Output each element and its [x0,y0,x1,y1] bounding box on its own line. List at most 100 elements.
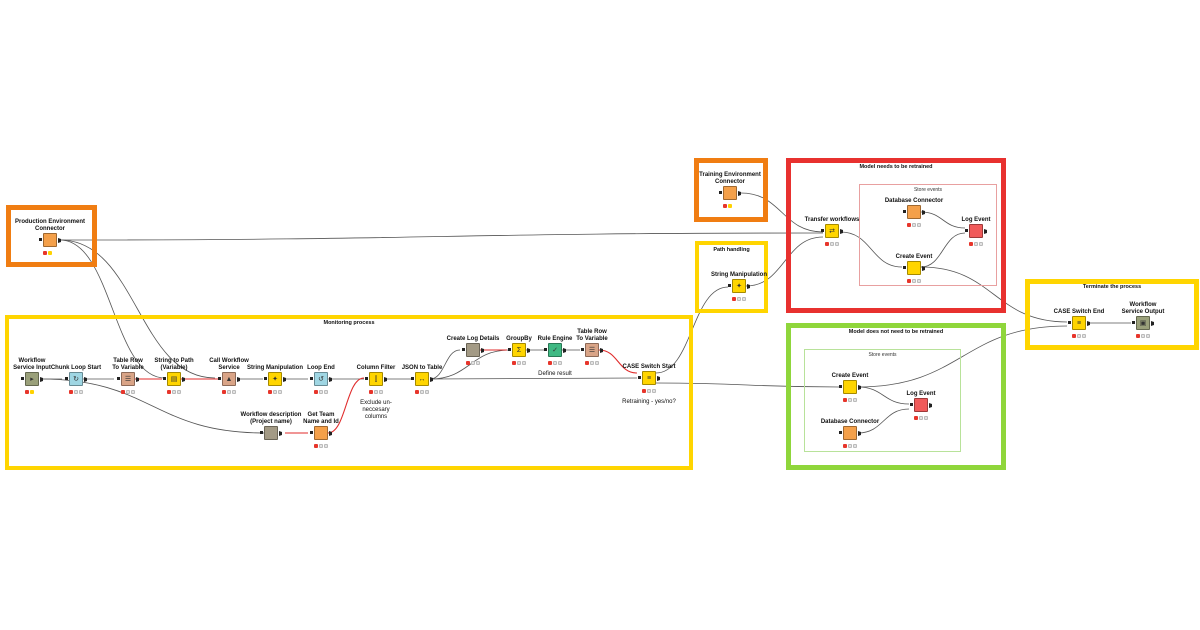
node-case-switch-start[interactable]: CASE Switch Start Retraining - yes/no? ≡ [622,364,676,405]
node-create-log-details[interactable]: Create Log Details [447,336,499,369]
connection-line[interactable] [598,349,638,374]
output-port[interactable] [182,377,188,382]
output-port[interactable] [922,266,928,271]
input-port[interactable] [728,284,731,287]
connection-line[interactable] [59,232,824,241]
connection-line[interactable] [429,349,461,380]
output-port[interactable] [657,376,663,381]
input-port[interactable] [719,191,722,194]
input-port[interactable] [821,229,824,232]
output-port[interactable] [527,348,533,353]
connection-line[interactable] [857,386,910,405]
node-workflow-description[interactable]: Workflow description (Project name) [241,412,301,452]
input-port[interactable] [581,348,584,351]
output-port[interactable] [858,385,864,390]
input-port[interactable] [163,377,166,380]
connection-line[interactable] [745,236,824,287]
output-port[interactable] [929,403,935,408]
output-port[interactable] [858,431,864,436]
connection-line[interactable] [857,325,1068,388]
input-port[interactable] [638,376,641,379]
output-port[interactable] [136,377,142,382]
output-port[interactable] [840,229,846,234]
output-port[interactable] [922,210,928,215]
output-port[interactable] [1151,321,1157,326]
input-port[interactable] [1068,321,1071,324]
connection-line[interactable] [920,211,966,229]
input-port[interactable] [365,377,368,380]
input-port[interactable] [839,385,842,388]
connection-line[interactable] [920,232,966,268]
input-port[interactable] [260,431,263,434]
output-port[interactable] [563,348,569,353]
output-port[interactable] [279,431,285,436]
output-port[interactable] [329,431,335,436]
input-port[interactable] [462,348,465,351]
input-port[interactable] [903,210,906,213]
node-database-connector-top[interactable]: Database Connector [885,198,943,231]
node-string-manipulation-2[interactable]: String Manipulation ✦ [711,272,767,305]
connection-line[interactable] [429,377,638,380]
node-rule-engine[interactable]: Rule Engine Define result ✓ [535,336,575,377]
input-port[interactable] [65,377,68,380]
node-table-row-to-variable-1[interactable]: Table Row To Variable ☰ [108,358,148,398]
input-port[interactable] [39,238,42,241]
output-port[interactable] [384,377,390,382]
node-chunk-loop-start[interactable]: Chunk Loop Start ↻ [51,365,101,398]
output-port[interactable] [984,229,990,234]
output-port[interactable] [329,377,335,382]
node-log-event-top[interactable]: Log Event [956,217,996,250]
node-string-to-path[interactable]: String to Path (Variable) ▤ [154,358,194,398]
input-port[interactable] [839,431,842,434]
output-port[interactable] [84,377,90,382]
output-port[interactable] [600,348,606,353]
node-transfer-workflows[interactable]: Transfer workflows ⇄ [805,217,859,250]
node-case-switch-end[interactable]: CASE Switch End ≡ [1054,309,1104,342]
node-table-row-to-variable-2[interactable]: Table Row To Variable ☰ [572,329,612,369]
output-port[interactable] [747,284,753,289]
output-port[interactable] [430,377,436,382]
output-port[interactable] [481,348,487,353]
node-get-team-name-and-id[interactable]: Get Team Name and Id [301,412,341,452]
node-production-environment-connector[interactable]: Production Environment Connector [15,219,85,259]
output-port[interactable] [40,377,46,382]
node-create-event-top[interactable]: Create Event [894,254,934,287]
input-port[interactable] [508,348,511,351]
connection-line[interactable] [59,239,216,379]
output-port[interactable] [738,191,744,196]
output-port[interactable] [58,238,64,243]
node-string-manipulation-1[interactable]: String Manipulation ✦ [247,365,303,398]
output-port[interactable] [237,377,243,382]
input-port[interactable] [310,377,313,380]
input-port[interactable] [310,431,313,434]
input-port[interactable] [411,377,414,380]
node-column-filter[interactable]: Column Filter Exclude un- neccesary colu… [356,365,396,420]
connection-line[interactable] [429,349,511,380]
node-loop-end[interactable]: Loop End ↺ [301,365,341,398]
connection-line[interactable] [327,377,365,434]
node-log-event-bottom[interactable]: Log Event [901,391,941,424]
input-port[interactable] [965,229,968,232]
input-port[interactable] [264,377,267,380]
connection-line[interactable] [59,239,166,379]
input-port[interactable] [117,377,120,380]
node-json-to-table[interactable]: JSON to Table ↔ [402,365,442,398]
node-groupby[interactable]: GroupBy Σ [499,336,539,369]
node-training-environment-connector[interactable]: Training Environment Connector [699,172,761,212]
input-port[interactable] [910,403,913,406]
connection-line[interactable] [740,192,824,233]
node-create-event-bottom[interactable]: Create Event [830,373,870,406]
connection-line[interactable] [857,408,910,434]
connection-line[interactable] [655,382,840,388]
input-port[interactable] [1132,321,1135,324]
input-port[interactable] [21,377,24,380]
input-port[interactable] [218,377,221,380]
node-call-workflow-service[interactable]: Call Workflow Service ▲ [209,358,249,398]
connection-line[interactable] [920,266,1068,323]
input-port[interactable] [544,348,547,351]
output-port[interactable] [1087,321,1093,326]
output-port[interactable] [283,377,289,382]
input-port[interactable] [903,266,906,269]
node-workflow-service-output[interactable]: Workflow Service Output ▣ [1122,302,1164,342]
